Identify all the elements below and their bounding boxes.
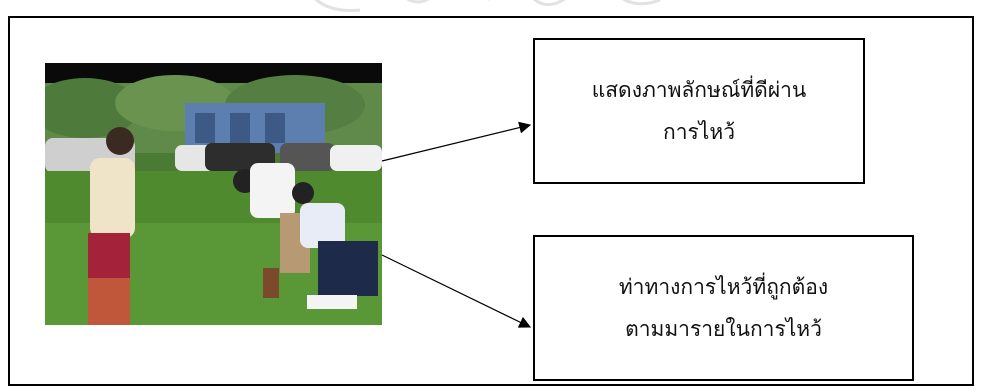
callout-bottom-line2: ตามมารายในการไหว้ bbox=[625, 317, 822, 341]
callout-top-line1: แสดงภาพลักษณ์ที่ดีผ่าน bbox=[591, 78, 807, 102]
arrow-to-top-callout bbox=[381, 121, 532, 162]
callout-bottom-line1: ท่าทางการไหว้ที่ถูกต้อง bbox=[618, 275, 829, 299]
callout-box-image: แสดงภาพลักษณ์ที่ดีผ่าน การไหว้ bbox=[533, 38, 865, 184]
diagram-frame bbox=[8, 16, 974, 386]
callout-top-line2: การไหว้ bbox=[663, 120, 735, 144]
wai-photo bbox=[45, 63, 382, 325]
callout-box-posture: ท่าทางการไหว้ที่ถูกต้อง ตามมารายในการไหว… bbox=[533, 235, 914, 381]
arrow-to-bottom-callout bbox=[381, 254, 532, 328]
